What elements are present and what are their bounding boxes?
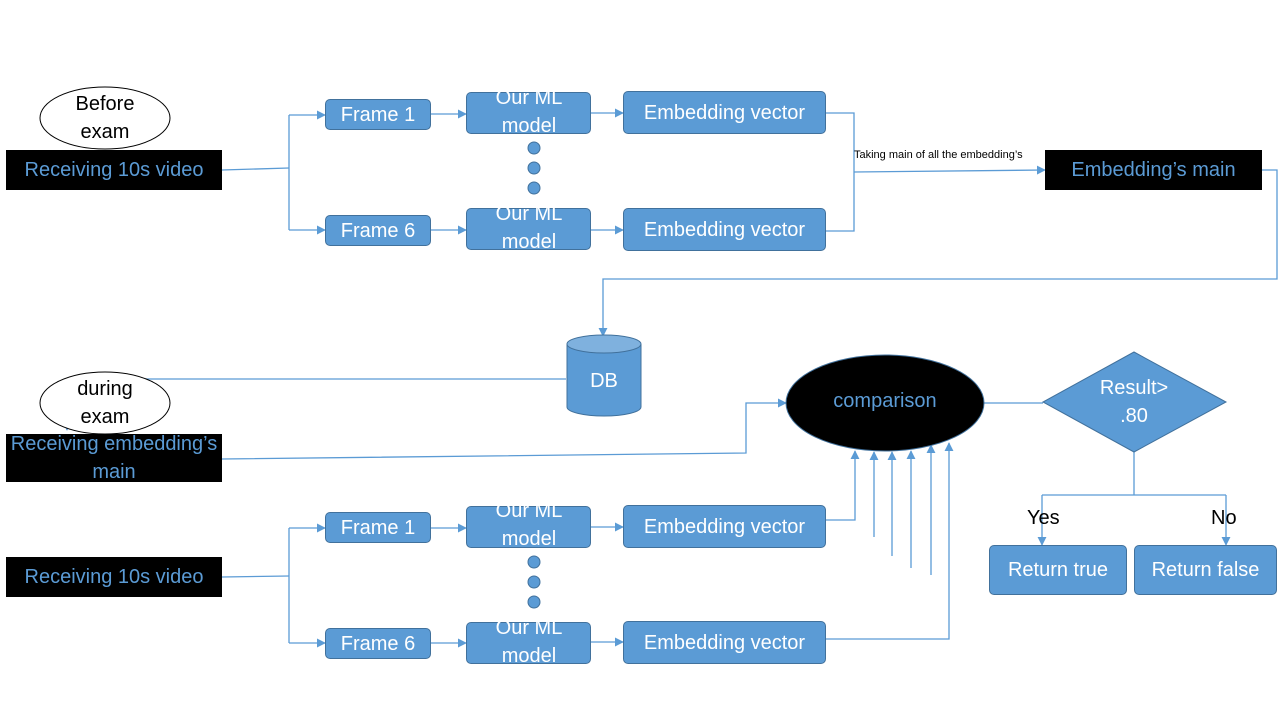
embedding-vector-top-6: Embedding vector (623, 208, 826, 251)
ellipsis-dot (527, 555, 541, 569)
embedding-vector-top-1: Embedding vector (623, 91, 826, 134)
ml-model-top-6 (466, 208, 591, 250)
yes-label: Yes (1027, 507, 1060, 529)
ml-model-bottom-6 (466, 622, 591, 664)
ml-model-top-1 (466, 92, 591, 134)
ellipsis-dot (527, 141, 541, 155)
during-exam-label: during exam (77, 378, 133, 428)
receiving-video-top: Receiving 10s video (6, 150, 222, 190)
before-exam-oval (39, 86, 171, 150)
embedding-vector-bottom-6: Embedding vector (623, 621, 826, 664)
frame-1-top: Frame 1 (325, 99, 431, 130)
receiving-embedding-main-label: Receiving embedding’s main (10, 433, 218, 483)
frame-6-top: Frame 6 (325, 215, 431, 246)
return-false-box: Return false (1134, 545, 1277, 595)
db-cylinder (566, 334, 642, 417)
no-label: No (1211, 507, 1237, 529)
comparison-ellipse (785, 354, 985, 452)
ml-model-bottom-1-label: Our ML model (495, 500, 563, 550)
frame-6-bottom: Frame 6 (325, 628, 431, 659)
receiving-embedding-main (6, 434, 222, 482)
db-label: DB (590, 370, 618, 392)
embeddings-main-box: Embedding’s main (1045, 150, 1262, 190)
comparison-label: comparison (833, 390, 937, 412)
ml-model-top-1-label: Our ML model (495, 87, 563, 137)
return-true-box: Return true (989, 545, 1127, 595)
frame-1-bottom: Frame 1 (325, 512, 431, 543)
ellipsis-dot (527, 161, 541, 175)
ellipsis-dot (527, 181, 541, 195)
before-exam-label: Before exam (75, 93, 135, 143)
ml-model-bottom-1 (466, 506, 591, 548)
decision-label: Result> .80 (1099, 377, 1169, 427)
receiving-video-bottom: Receiving 10s video (6, 557, 222, 597)
ellipsis-dot (527, 595, 541, 609)
embedding-vector-bottom-1: Embedding vector (623, 505, 826, 548)
ellipsis-dot (527, 575, 541, 589)
ml-model-bottom-6-label: Our ML model (495, 617, 563, 667)
edge-label-taking-main: Taking main of all the embedding’s (854, 149, 1023, 161)
decision-diamond (1041, 351, 1228, 453)
ml-model-top-6-label: Our ML model (495, 203, 563, 253)
